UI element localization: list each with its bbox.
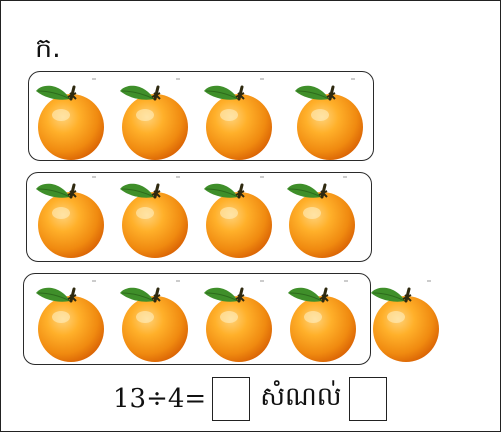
orange-icon [30, 73, 110, 163]
orange-icon [114, 171, 194, 261]
orange-icon [114, 73, 194, 163]
exercise-label: ក. [35, 32, 61, 71]
orange-icon [282, 275, 362, 365]
orange-icon [30, 171, 110, 261]
orange-icon [114, 275, 194, 365]
remainder-label: សំណល់ [260, 380, 341, 418]
orange-icon [281, 171, 361, 261]
orange-icon [198, 73, 278, 163]
quotient-answer-box[interactable] [212, 377, 250, 421]
orange-icon [30, 275, 110, 365]
division-equation: 13÷4= សំណល់ [113, 373, 387, 425]
orange-icon [289, 73, 369, 163]
orange-icon [198, 275, 278, 365]
leftover-orange-icon [365, 275, 445, 365]
remainder-answer-box[interactable] [349, 377, 387, 421]
orange-icon [198, 171, 278, 261]
equation-expression: 13÷4= [113, 384, 206, 414]
